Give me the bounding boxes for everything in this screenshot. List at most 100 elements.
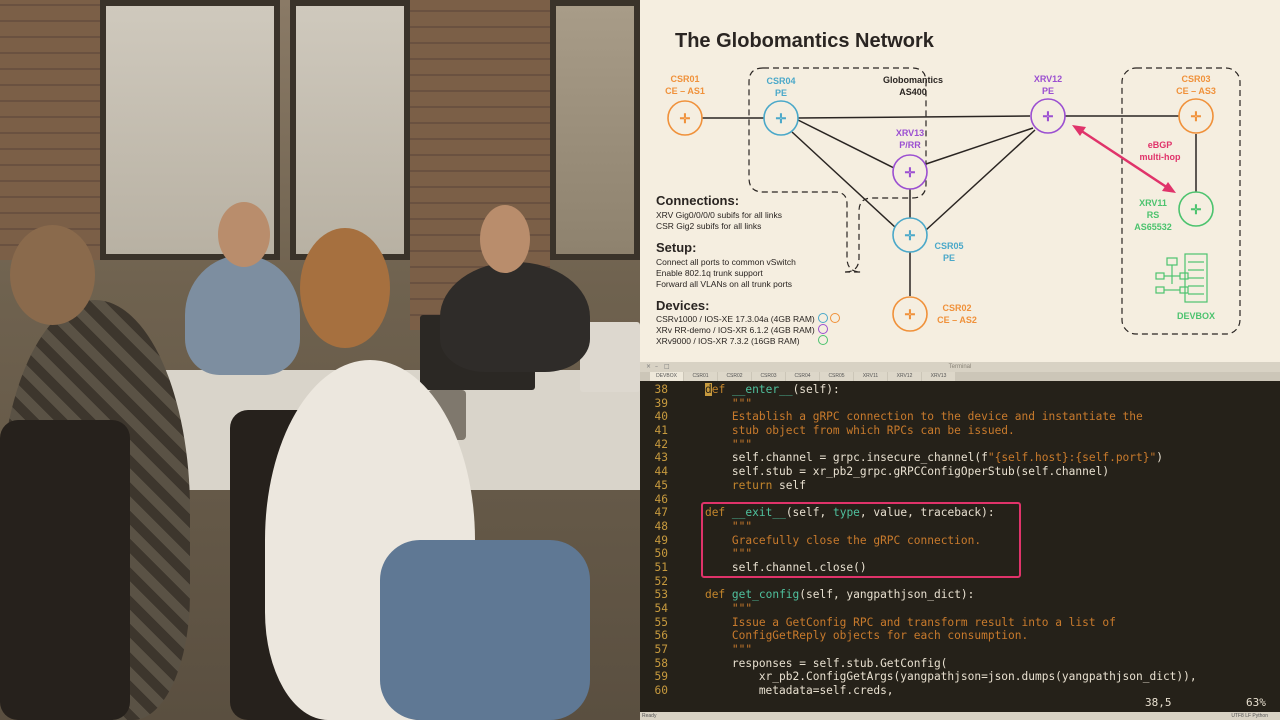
code-line: 40 Establish a gRPC connection to the de… <box>654 410 1143 424</box>
devices-heading: Devices: <box>656 298 710 313</box>
code-line: 49 Gracefully close the gRPC connection. <box>654 533 982 547</box>
code-line: 53 def get_config(self, yangpathjson_dic… <box>654 588 975 602</box>
devices-line: XRv RR-demo / IOS-XR 6.1.2 (4GB RAM) <box>656 325 815 335</box>
ebgp-label-line1: eBGP <box>1148 140 1173 150</box>
terminal-titlebar: × – □ Terminal <box>640 362 1280 372</box>
devbox: DEVBOX <box>1155 253 1215 321</box>
setup-line: Connect all ports to common vSwitch <box>656 257 796 267</box>
code-line: 57 """ <box>654 643 753 657</box>
router-xrv13: ✛ XRV13 P/RR <box>892 128 928 190</box>
router-xrv11: ✛ XRV11 RS AS65532 <box>1134 191 1214 232</box>
tab-csr04[interactable]: CSR04 <box>786 372 819 381</box>
code-line: 41 stub object from which RPCs can be is… <box>654 424 1015 438</box>
meeting-photo <box>0 0 640 720</box>
editor-status-line: 38,5 63% <box>640 696 1280 710</box>
svg-text:P/RR: P/RR <box>899 140 921 150</box>
maximize-icon[interactable]: □ <box>664 363 670 370</box>
ebgp-label-line2: multi-hop <box>1140 152 1181 162</box>
svg-text:CE – AS2: CE – AS2 <box>937 315 977 325</box>
code-line: 43 self.channel = grpc.insecure_channel(… <box>654 451 1163 465</box>
router-icon: ✛ <box>1191 109 1202 124</box>
code-line: 45 return self <box>654 478 806 492</box>
router-csr05: ✛ CSR05 PE <box>892 217 964 263</box>
minimize-icon[interactable]: – <box>655 363 658 370</box>
router-icon: ✛ <box>1191 202 1202 217</box>
status-encoding: UTF8 LF Python <box>1231 713 1268 719</box>
svg-text:CE – AS3: CE – AS3 <box>1176 86 1216 96</box>
router-xrv12: ✛ XRV12 PE <box>1030 74 1066 134</box>
code-line: 48 """ <box>654 519 753 533</box>
connections-line: XRV Gig0/0/0/0 subifs for all links <box>656 210 782 220</box>
connections-heading: Connections: <box>656 193 740 208</box>
connections-line: CSR Gig2 subifs for all links <box>656 221 762 231</box>
svg-text:PE: PE <box>775 88 787 98</box>
router-csr01: ✛ CSR01 CE – AS1 <box>665 74 705 136</box>
tab-xrv12[interactable]: XRV12 <box>888 372 921 381</box>
status-ready: Ready <box>642 713 657 719</box>
router-icon: ✛ <box>776 111 787 126</box>
svg-text:XRV13: XRV13 <box>896 128 924 138</box>
slide-title: The Globomantics Network <box>675 30 934 52</box>
highlight-box <box>701 502 1021 578</box>
devices-line: XRv9000 / IOS-XR 7.3.2 (16GB RAM) <box>656 336 800 346</box>
code-editor[interactable]: 38 def __enter__(self): 39 """ 40 Establ… <box>640 381 1280 701</box>
hierarchy-icon <box>1155 257 1189 294</box>
svg-text:CE – AS1: CE – AS1 <box>665 86 705 96</box>
code-line: 54 """ <box>654 602 753 615</box>
legend-icons <box>818 313 840 345</box>
svg-text:CSR03: CSR03 <box>1181 74 1210 84</box>
network-diagram-slide: The Globomantics Network Globomantics AS… <box>640 0 1280 362</box>
router-icon: ✛ <box>680 111 691 126</box>
cloud-label-line1: Globomantics <box>883 75 943 85</box>
svg-text:PE: PE <box>943 253 955 263</box>
cursor-position: 38,5 <box>1145 696 1172 709</box>
person-back-right <box>440 262 590 372</box>
devices-line: CSRv1000 / IOS-XE 17.3.04a (4GB RAM) <box>656 314 815 324</box>
svg-text:CSR05: CSR05 <box>934 241 963 251</box>
code-line: 39 """ <box>654 396 753 410</box>
scroll-percent: 63% <box>1246 696 1266 709</box>
tab-csr02[interactable]: CSR02 <box>718 372 751 381</box>
network-diagram: Globomantics AS400 eBGP multi-hop ✛ CSR0… <box>665 67 1241 345</box>
tab-xrv13[interactable]: XRV13 <box>922 372 955 381</box>
svg-text:CSR01: CSR01 <box>670 74 699 84</box>
code-line: 58 responses = self.stub.GetConfig( <box>654 656 948 670</box>
svg-text:RS: RS <box>1147 210 1160 220</box>
router-icon: ✛ <box>905 307 916 322</box>
router-icon: ✛ <box>1043 109 1054 124</box>
svg-text:DEVBOX: DEVBOX <box>1177 311 1215 321</box>
code-line: 60 metadata=self.creds, <box>654 684 894 698</box>
svg-text:XRV11: XRV11 <box>1139 198 1167 208</box>
tab-csr05[interactable]: CSR05 <box>820 372 853 381</box>
router-csr04: ✛ CSR04 PE <box>763 76 799 136</box>
code-line: 52 <box>654 574 668 588</box>
code-line: 38 def __enter__(self): <box>654 383 840 396</box>
terminal-window[interactable]: × – □ Terminal DEVBOX CSR01 CSR02 CSR03 … <box>640 362 1280 720</box>
router-icon: ✛ <box>905 228 916 243</box>
server-icon <box>1184 253 1208 303</box>
tab-xrv11[interactable]: XRV11 <box>854 372 887 381</box>
terminal-statusbar: Ready UTF8 LF Python <box>640 712 1280 720</box>
tab-csr01[interactable]: CSR01 <box>684 372 717 381</box>
code-line: 44 self.stub = xr_pb2_grpc.gRPCConfigOpe… <box>654 465 1110 479</box>
svg-text:XRV12: XRV12 <box>1034 74 1062 84</box>
code-line: 59 xr_pb2.ConfigGetArgs(yangpathjson=jso… <box>654 670 1197 684</box>
setup-line: Enable 802.1q trunk support <box>656 268 763 278</box>
setup-line: Forward all VLANs on all trunk ports <box>656 279 793 289</box>
terminal-tabs: DEVBOX CSR01 CSR02 CSR03 CSR04 CSR05 XRV… <box>640 372 1280 381</box>
router-csr02: ✛ CSR02 CE – AS2 <box>892 296 977 332</box>
code-line: 46 <box>654 492 668 506</box>
tab-csr03[interactable]: CSR03 <box>752 372 785 381</box>
terminal-title: Terminal <box>948 364 972 370</box>
code-line: 47 def __exit__(self, type, value, trace… <box>654 506 995 520</box>
close-icon[interactable]: × <box>646 363 652 370</box>
svg-text:CSR02: CSR02 <box>942 303 971 313</box>
person-back-left <box>185 255 300 375</box>
tab-devbox[interactable]: DEVBOX <box>650 372 683 381</box>
router-csr03: ✛ CSR03 CE – AS3 <box>1176 74 1216 134</box>
code-line: 55 Issue a GetConfig RPC and transform r… <box>654 615 1116 629</box>
svg-text:AS65532: AS65532 <box>1134 222 1172 232</box>
svg-text:CSR04: CSR04 <box>766 76 795 86</box>
router-icon: ✛ <box>905 165 916 180</box>
code-line: 50 """ <box>654 547 753 561</box>
